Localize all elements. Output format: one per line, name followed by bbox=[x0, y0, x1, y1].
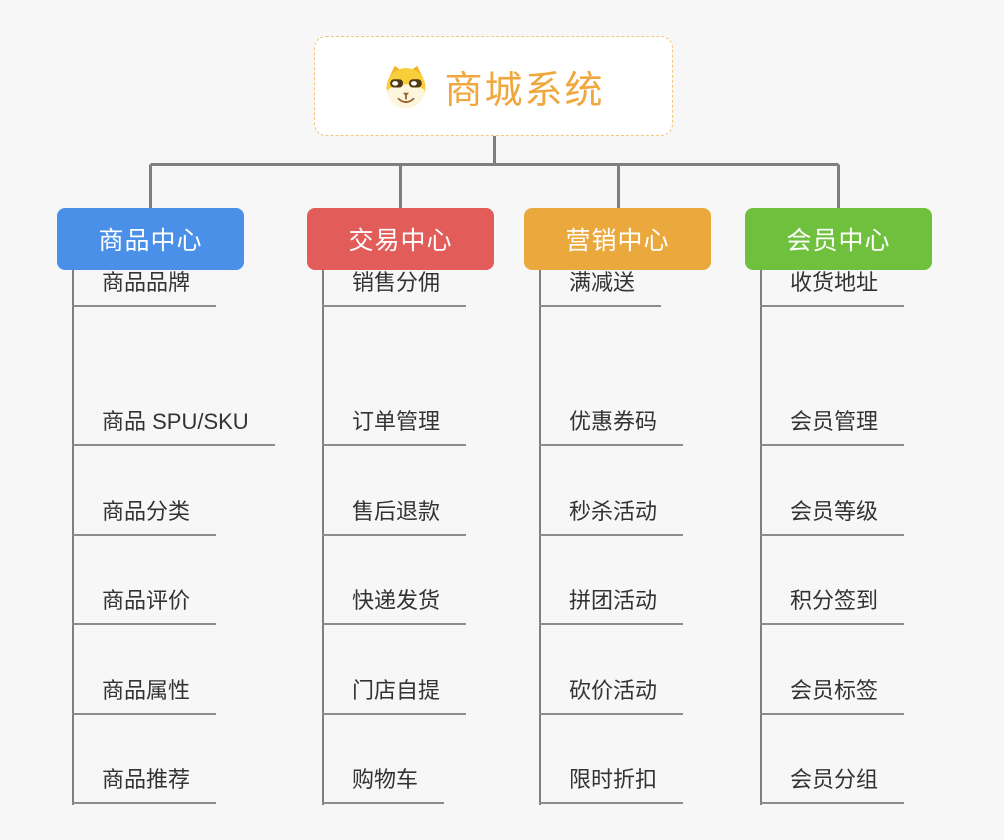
branch-children: 商品 SPU/SKU 商品分类 商品评价 商品属性 商品推荐 商品品牌 bbox=[72, 270, 312, 805]
leaf-topic[interactable]: 商品分类 bbox=[72, 499, 217, 536]
branch-product-center: 商品中心 商品 SPU/SKU 商品分类 商品评价 商品属性 商品推荐 商品品牌 bbox=[57, 208, 275, 805]
leaf-topic[interactable]: 会员标签 bbox=[760, 678, 905, 715]
leaf-topic[interactable]: 商品属性 bbox=[72, 678, 217, 715]
root-title: 商城系统 bbox=[444, 69, 605, 112]
leaf-topic[interactable]: 商品评价 bbox=[72, 588, 217, 625]
leaf-topic[interactable]: 商品品牌 bbox=[72, 270, 217, 307]
branch-member-center: 会员中心 会员管理 会员等级 积分签到 会员标签 会员分组 收货地址 bbox=[745, 208, 932, 805]
leaf-topic[interactable]: 订单管理 bbox=[322, 409, 467, 446]
tree-connector-path bbox=[149, 136, 840, 208]
leaf-topic[interactable]: 购物车 bbox=[322, 767, 445, 804]
branch-children: 订单管理 售后退款 快递发货 门店自提 购物车 销售分佣 bbox=[322, 270, 562, 805]
branch-node-trade-center[interactable]: 交易中心 bbox=[307, 208, 494, 270]
leaf-topic[interactable]: 门店自提 bbox=[322, 678, 467, 715]
branch-children: 优惠券码 秒杀活动 拼团活动 砍价活动 限时折扣 满减送 bbox=[539, 270, 779, 805]
leaf-topic[interactable]: 收货地址 bbox=[760, 270, 905, 307]
branch-node-marketing-center[interactable]: 营销中心 bbox=[524, 208, 711, 270]
leaf-topic[interactable]: 拼团活动 bbox=[539, 588, 684, 625]
branch-node-member-center[interactable]: 会员中心 bbox=[745, 208, 932, 270]
leaf-topic[interactable]: 优惠券码 bbox=[539, 409, 684, 446]
leaf-topic[interactable]: 销售分佣 bbox=[322, 270, 467, 307]
trunk-line bbox=[760, 270, 762, 805]
leaf-topic[interactable]: 满减送 bbox=[539, 270, 662, 307]
trunk-line bbox=[539, 270, 541, 805]
leaf-topic[interactable]: 会员等级 bbox=[760, 499, 905, 536]
branch-trade-center: 交易中心 订单管理 售后退款 快递发货 门店自提 购物车 销售分佣 bbox=[307, 208, 494, 805]
branch-node-product-center[interactable]: 商品中心 bbox=[57, 208, 244, 270]
dog-face-icon bbox=[386, 65, 426, 109]
leaf-topic[interactable]: 商品推荐 bbox=[72, 767, 217, 804]
leaf-topic[interactable]: 砍价活动 bbox=[539, 678, 684, 715]
leaf-topic[interactable]: 秒杀活动 bbox=[539, 499, 684, 536]
root-topic[interactable]: 商城系统 bbox=[314, 36, 673, 136]
leaf-topic[interactable]: 快递发货 bbox=[322, 588, 467, 625]
leaf-topic[interactable]: 积分签到 bbox=[760, 588, 905, 625]
branch-children: 会员管理 会员等级 积分签到 会员标签 会员分组 收货地址 bbox=[760, 270, 1000, 805]
leaf-topic[interactable]: 限时折扣 bbox=[539, 767, 684, 804]
leaf-topic[interactable]: 商品 SPU/SKU bbox=[72, 409, 275, 446]
branch-marketing-center: 营销中心 优惠券码 秒杀活动 拼团活动 砍价活动 限时折扣 满减送 bbox=[524, 208, 711, 805]
trunk-line bbox=[322, 270, 324, 805]
trunk-line bbox=[72, 270, 74, 805]
leaf-topic[interactable]: 会员管理 bbox=[760, 409, 905, 446]
leaf-topic[interactable]: 会员分组 bbox=[760, 767, 905, 804]
leaf-topic[interactable]: 售后退款 bbox=[322, 499, 467, 536]
